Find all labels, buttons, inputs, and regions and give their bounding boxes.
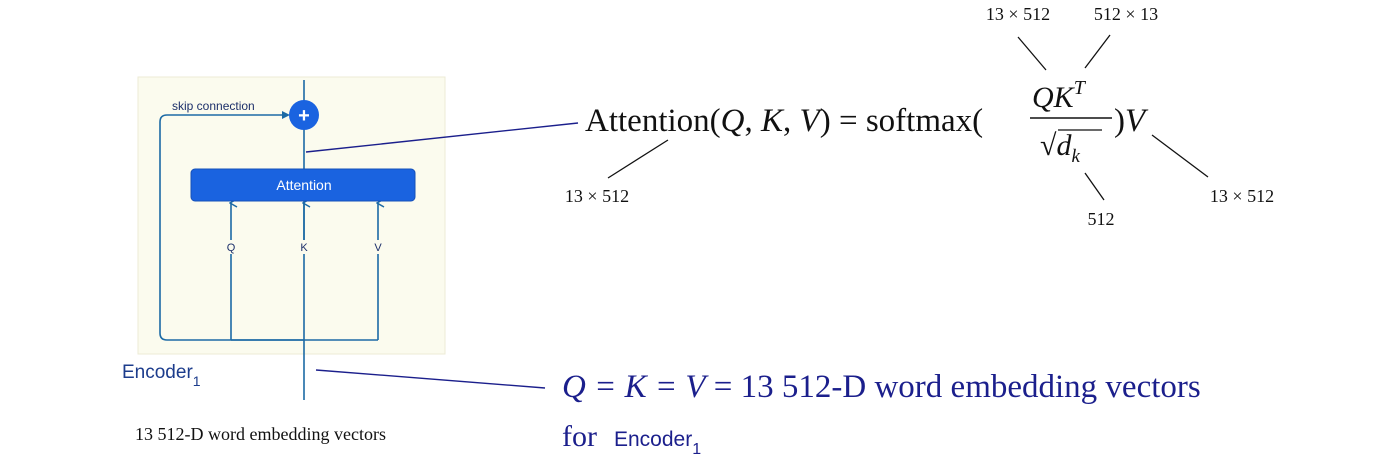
v-label: V (374, 242, 382, 254)
skip-connection-label: skip connection (172, 99, 255, 113)
note-for-encoder: for (562, 420, 597, 453)
note-connector (315, 369, 546, 389)
attention-block-label: Attention (276, 177, 331, 193)
attention-dim-pointer (607, 139, 669, 179)
plus-icon: + (298, 105, 310, 127)
q-dimension-label: 13 × 512 (986, 4, 1050, 24)
dk-dimension-label: 512 (1088, 209, 1115, 229)
skip-connection-line (159, 111, 304, 341)
attention-block (190, 168, 416, 202)
formula-connector (305, 122, 579, 153)
formula-numerator: QKT (1032, 77, 1087, 114)
q-label: Q (227, 242, 236, 254)
q-label-bg (224, 240, 238, 254)
kt-dim-pointer (1084, 34, 1111, 69)
input-caption: 13 512-D word embedding vectors (135, 424, 386, 444)
v-label-bg (371, 240, 385, 254)
v-dim-pointer (1151, 134, 1209, 178)
k-label: K (300, 242, 308, 254)
encoder-label: Encoder1 (122, 362, 201, 389)
q-dim-pointer (1017, 36, 1047, 71)
k-label-bg (297, 240, 311, 254)
v-dimension-label: 13 × 512 (1210, 186, 1274, 206)
formula-denominator: √dk (1040, 129, 1080, 167)
qkv-equality-note: Q = K = V = 13 512-D word embedding vect… (562, 369, 1201, 405)
add-node (289, 100, 319, 130)
dk-dim-pointer (1084, 172, 1105, 201)
formula-rhs: )V (1114, 103, 1149, 139)
attention-dimension-label: 13 × 512 (565, 186, 629, 206)
kt-dimension-label: 512 × 13 (1094, 4, 1158, 24)
attention-formula-lhs: Attention(Q, K, V) = softmax( (585, 103, 983, 139)
note-encoder-label: Encoder1 (614, 428, 701, 458)
